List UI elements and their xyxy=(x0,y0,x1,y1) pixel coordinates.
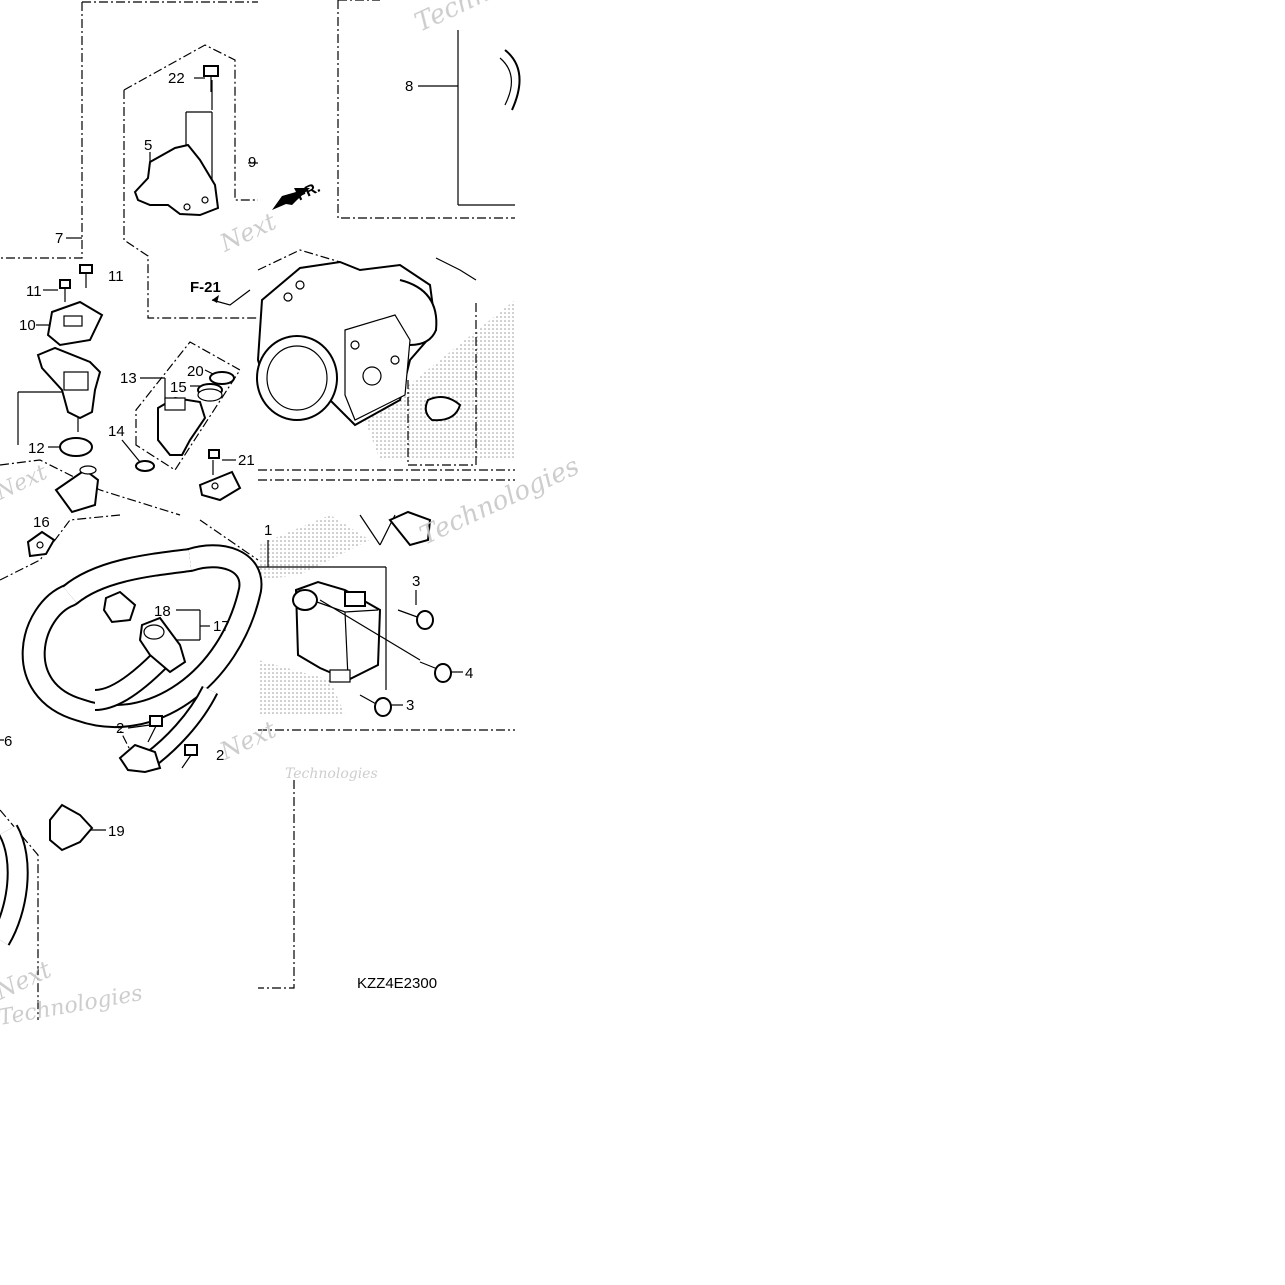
part-bracket-5 xyxy=(133,143,220,217)
joint-17 xyxy=(138,616,187,674)
callout-9: 9 xyxy=(248,154,256,171)
callout-5: 5 xyxy=(144,137,152,154)
part-throttle-body-8 xyxy=(499,49,521,111)
watermark-sub: Technologies xyxy=(285,766,378,782)
bolt-22 xyxy=(203,65,219,92)
part-sensor-9 xyxy=(36,346,102,432)
callout-3-top: 3 xyxy=(412,573,420,590)
stipple-shading xyxy=(258,300,515,715)
callout-7: 7 xyxy=(55,230,63,247)
front-marker-label: FR. xyxy=(294,179,323,205)
callout-2-left: 2 xyxy=(116,720,124,737)
callout-18: 18 xyxy=(154,603,171,620)
callout-2-right: 2 xyxy=(216,747,224,764)
bolt-2a xyxy=(147,715,163,743)
callout-labels: 22 5 9 7 8 11 11 10 13 20 15 14 12 21 16… xyxy=(4,70,473,840)
watermark-brand: Next xyxy=(215,715,281,766)
callout-12: 12 xyxy=(28,440,45,457)
watermark-brand: Next xyxy=(215,207,281,258)
part-sensor-10 xyxy=(46,300,104,347)
part-fragment-top-right xyxy=(388,510,432,547)
bolt-3b xyxy=(359,694,392,717)
callout-11-left: 11 xyxy=(26,283,42,300)
callout-11-right: 11 xyxy=(108,268,124,285)
seal-20 xyxy=(209,371,235,385)
bolt-2b xyxy=(181,744,198,769)
watermark-sub: Technologies xyxy=(415,451,584,551)
page-reference-label: F-21 xyxy=(190,279,221,296)
watermarks: Technologies Next Technologies Next Next… xyxy=(0,0,584,1031)
clamp-2 xyxy=(118,743,162,774)
callout-14: 14 xyxy=(108,423,125,440)
callout-3-bottom: 3 xyxy=(406,697,414,714)
clip-19 xyxy=(49,803,94,852)
callout-15: 15 xyxy=(170,379,187,396)
bolt-3a xyxy=(397,609,434,630)
part-fragment-left xyxy=(54,465,100,514)
bolt-4 xyxy=(419,661,452,683)
watermark-sub: Technologies xyxy=(410,0,579,38)
bolt-11a xyxy=(59,279,71,302)
bolt-11b xyxy=(79,264,93,288)
diagram-code: KZZ4E2300 xyxy=(357,975,437,992)
bracket-21 xyxy=(198,449,242,502)
callout-4: 4 xyxy=(465,665,473,682)
callout-10: 10 xyxy=(19,317,36,334)
callout-19: 19 xyxy=(108,823,125,840)
callout-6: 6 xyxy=(4,733,12,750)
o-ring-12 xyxy=(59,437,93,457)
callout-1: 1 xyxy=(264,522,272,539)
callout-22: 22 xyxy=(168,70,185,87)
part-throttle-body-1 xyxy=(256,257,477,466)
seal-15 xyxy=(197,383,223,402)
front-arrow: FR. xyxy=(272,179,323,210)
callout-17: 17 xyxy=(213,618,230,635)
callout-8: 8 xyxy=(405,78,413,95)
clamp-16 xyxy=(26,530,56,558)
callout-13: 13 xyxy=(120,370,137,387)
watermark-brand: Next xyxy=(0,460,51,506)
callout-16: 16 xyxy=(33,514,50,531)
callout-20: 20 xyxy=(187,363,204,380)
part-injector-13 xyxy=(157,396,207,456)
clip-18 xyxy=(102,590,137,624)
page-reference: F-21 xyxy=(190,279,251,306)
callout-21: 21 xyxy=(238,452,255,469)
o-ring-14 xyxy=(135,460,155,472)
ecu-unit-1 xyxy=(292,580,421,683)
